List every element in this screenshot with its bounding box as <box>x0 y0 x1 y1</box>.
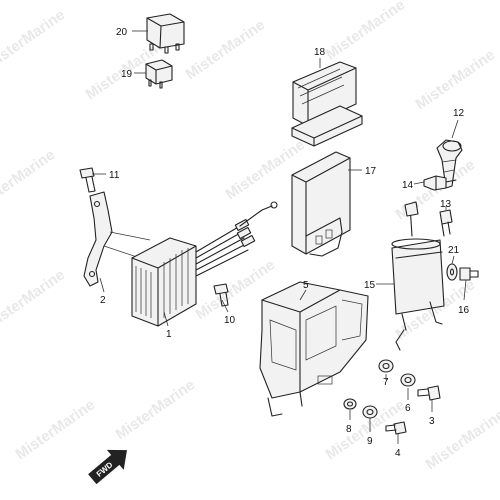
part-grommet-6 <box>400 373 416 387</box>
part-holder-5 <box>259 281 369 417</box>
callout-3: 3 <box>429 416 435 427</box>
callout-labels: 20 19 18 17 12 14 13 15 21 16 11 2 1 10 … <box>100 27 470 459</box>
callout-18: 18 <box>314 47 326 58</box>
callout-17: 17 <box>365 166 377 177</box>
callout-13: 13 <box>440 199 452 210</box>
callout-8: 8 <box>346 424 352 435</box>
part-bolt-4 <box>385 421 407 435</box>
part-relay-20 <box>146 13 185 54</box>
part-collar-8 <box>343 398 357 410</box>
svg-text:MisterMarine: MisterMarine <box>183 16 269 83</box>
svg-text:MisterMarine: MisterMarine <box>113 376 199 443</box>
part-coil-15 <box>391 201 445 351</box>
part-clip-14 <box>423 175 457 191</box>
svg-text:MisterMarine: MisterMarine <box>0 146 58 213</box>
callout-21: 21 <box>448 245 460 256</box>
callout-16: 16 <box>458 305 470 316</box>
part-grommet-9 <box>362 405 378 419</box>
part-plug-cap-12 <box>436 139 463 189</box>
callout-15: 15 <box>364 280 376 291</box>
callout-10: 10 <box>224 315 236 326</box>
callout-6: 6 <box>405 403 411 414</box>
part-cover-18 <box>291 61 363 147</box>
callout-1: 1 <box>166 329 172 340</box>
fwd-arrow: FWD <box>88 449 127 485</box>
part-bolt-3 <box>417 385 441 401</box>
callout-12: 12 <box>453 108 465 119</box>
callout-20: 20 <box>116 27 128 38</box>
svg-text:MisterMarine: MisterMarine <box>413 46 499 113</box>
part-bracket-2 <box>83 191 151 287</box>
callout-2: 2 <box>100 295 106 306</box>
part-grommet-7 <box>378 359 394 373</box>
callout-11: 11 <box>109 170 120 181</box>
part-relay-19 <box>145 59 173 89</box>
callout-19: 19 <box>121 69 133 80</box>
callout-14: 14 <box>402 180 414 191</box>
callout-5: 5 <box>303 280 309 291</box>
part-washer-21 <box>446 263 458 281</box>
svg-text:MisterMarine: MisterMarine <box>0 6 68 73</box>
callout-4: 4 <box>395 448 401 459</box>
svg-text:MisterMarine: MisterMarine <box>0 266 68 333</box>
svg-text:MisterMarine: MisterMarine <box>323 0 409 63</box>
part-regulator-1 <box>131 201 278 327</box>
part-ecu-17 <box>291 151 351 257</box>
part-bolt-16 <box>459 267 479 281</box>
callout-7: 7 <box>383 377 389 388</box>
leader-lines <box>92 30 467 444</box>
part-bolt-11 <box>79 167 96 193</box>
svg-text:MisterMarine: MisterMarine <box>13 396 99 463</box>
callout-9: 9 <box>367 436 373 447</box>
part-connector-13 <box>439 209 453 237</box>
